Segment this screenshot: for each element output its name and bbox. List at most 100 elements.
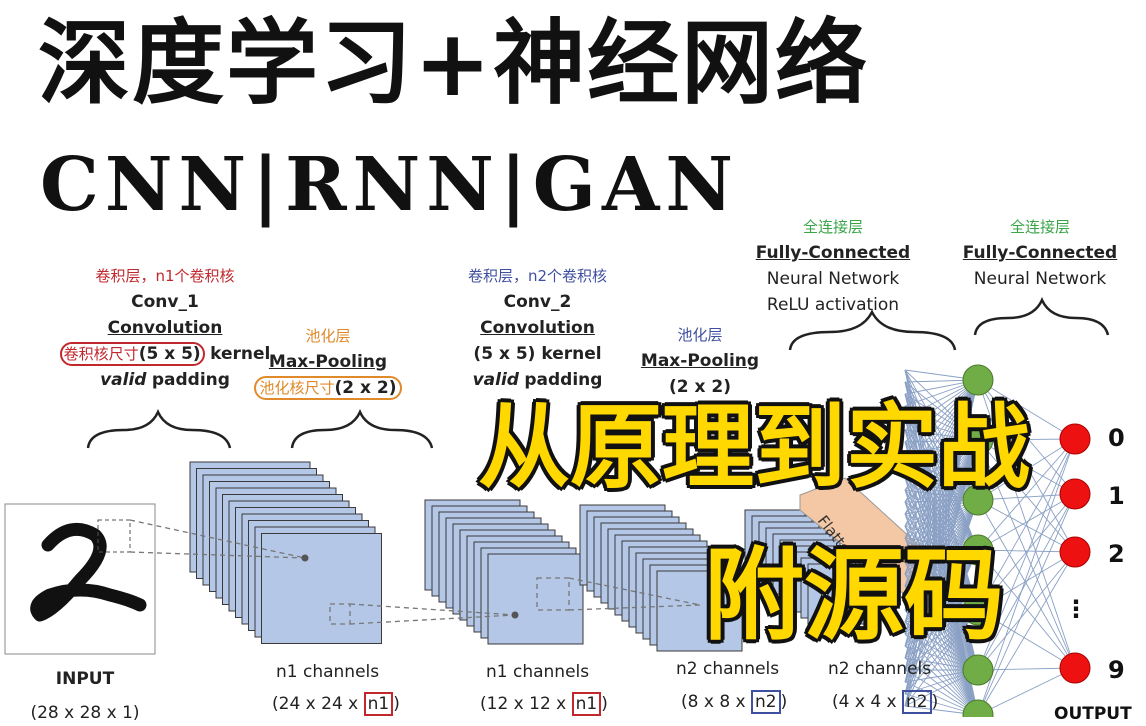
conv1-type: Convolution: [107, 318, 223, 338]
output-caption: OUTPUT: [1054, 704, 1132, 724]
connection: [904, 379, 979, 491]
connection: [904, 561, 979, 716]
conv1-label-group: 卷积层，n1个卷积核 Conv_1 Convolution 卷积核尺寸(5 x …: [0, 263, 330, 393]
connection: [977, 609, 1076, 669]
connection: [904, 499, 979, 707]
connection: [904, 379, 979, 443]
connection: [904, 379, 979, 683]
pool2-type: Max-Pooling: [640, 351, 760, 371]
hidden-neuron: [962, 654, 994, 686]
connection: [904, 525, 979, 716]
fc1-cn-label: 全连接层: [802, 218, 863, 236]
connection: [977, 438, 1076, 716]
connection: [904, 379, 979, 455]
fc2-line1: Neural Network: [973, 269, 1107, 289]
connection: [904, 379, 979, 479]
output-label-dots: ⋮: [1064, 595, 1088, 623]
connection: [977, 493, 1076, 671]
connection: [977, 551, 1076, 716]
conv2-type: Convolution: [480, 318, 595, 338]
receptive-field-lines: [129, 519, 701, 625]
connection: [904, 585, 979, 716]
connection: [977, 493, 1076, 551]
stack-pool1: [424, 499, 584, 645]
conv1-cn-label: 卷积层，n1个卷积核: [95, 267, 235, 285]
output-label-9: 9: [1108, 656, 1125, 684]
network-neurons: [962, 364, 1091, 717]
pool1-size-note: 池化核尺寸: [259, 379, 335, 397]
layer3-channels: n2 channels: [676, 659, 780, 679]
connection: [904, 379, 979, 527]
connection: [977, 493, 1076, 716]
connection: [977, 493, 1076, 501]
braces: [86, 296, 1110, 449]
connection: [904, 379, 979, 503]
conv2-name: Conv_2: [503, 292, 572, 312]
connection: [904, 379, 979, 563]
connection: [904, 633, 979, 716]
connection: [904, 513, 979, 716]
layer2-dims: (12 x 12 x n1): [480, 692, 608, 716]
connection: [977, 438, 1076, 611]
layer2-channels: n1 channels: [486, 662, 590, 682]
fc1-type: Fully-Connected: [755, 243, 911, 263]
output-label-0: 0: [1108, 424, 1125, 452]
connection: [904, 609, 979, 707]
layer1-dims: (24 x 24 x n1): [272, 692, 400, 716]
connection: [977, 379, 1076, 440]
hidden-neuron: [962, 484, 994, 516]
connection: [904, 549, 979, 695]
connection: [977, 549, 1076, 553]
input-dims: (28 x 28 x 1): [30, 703, 140, 723]
feature-map-stacks: [189, 461, 869, 652]
connection: [904, 645, 979, 716]
stack-pool2: [744, 509, 869, 625]
input-label: INPUT: [55, 669, 115, 689]
hidden-neuron: [962, 364, 994, 396]
page-title: 深度学习+神经网络: [38, 10, 870, 117]
overlay-line-2: 附源码: [702, 537, 1006, 654]
connection: [977, 438, 1076, 551]
connection: [977, 439, 1076, 553]
fc2-type: Fully-Connected: [962, 243, 1118, 263]
connection: [904, 379, 979, 575]
conv2-cn-label: 卷积层，n2个卷积核: [467, 267, 608, 285]
connection: [904, 549, 979, 707]
pool1-cn-label: 池化层: [305, 327, 351, 345]
connection: [904, 573, 979, 716]
connection: [977, 667, 1076, 716]
pool2-cn-label: 池化层: [677, 326, 723, 344]
conv1-kernel: (5 x 5): [138, 344, 201, 364]
layer3-dims: (8 x 8 x n2): [681, 690, 788, 714]
feature-map: [807, 563, 869, 625]
connection: [904, 379, 979, 659]
connection: [904, 609, 979, 716]
connection: [904, 439, 979, 707]
connection: [904, 379, 979, 611]
conv2-label-group: 卷积层，n2个卷积核 Conv_2 Convolution (5 x 5) ke…: [420, 263, 655, 393]
connection: [977, 499, 1076, 553]
conv1-name: Conv_1: [131, 292, 199, 312]
page-subtitle: CNN|RNN|GAN: [40, 142, 740, 228]
pool1-size: (2 x 2): [334, 378, 397, 398]
input-caption: INPUT (28 x 28 x 1): [20, 666, 150, 726]
hidden-neuron: [962, 534, 994, 566]
conv2-padding: valid padding: [472, 370, 603, 390]
output-neuron: [1059, 652, 1091, 684]
connection: [904, 537, 979, 716]
pool1-type: Max-Pooling: [268, 352, 388, 372]
pool2-label-group: 池化层 Max-Pooling (2 x 2): [630, 322, 770, 400]
connection: [904, 379, 979, 467]
brace-fc1: [788, 309, 957, 351]
brace-conv1: [86, 408, 232, 449]
pool1-size-row: 池化核尺寸(2 x 2): [228, 375, 428, 401]
hidden-neuron: [962, 594, 994, 626]
connection: [977, 551, 1076, 671]
layer4-channels: n2 channels: [828, 659, 932, 679]
connection: [977, 549, 1076, 669]
fc2-cn-label: 全连接层: [1009, 218, 1070, 236]
pool1-label-group: 池化层 Max-Pooling 池化核尺寸(2 x 2): [228, 323, 428, 401]
output-neuron: [1059, 536, 1091, 568]
feature-map: [487, 553, 584, 645]
connection: [904, 379, 979, 515]
